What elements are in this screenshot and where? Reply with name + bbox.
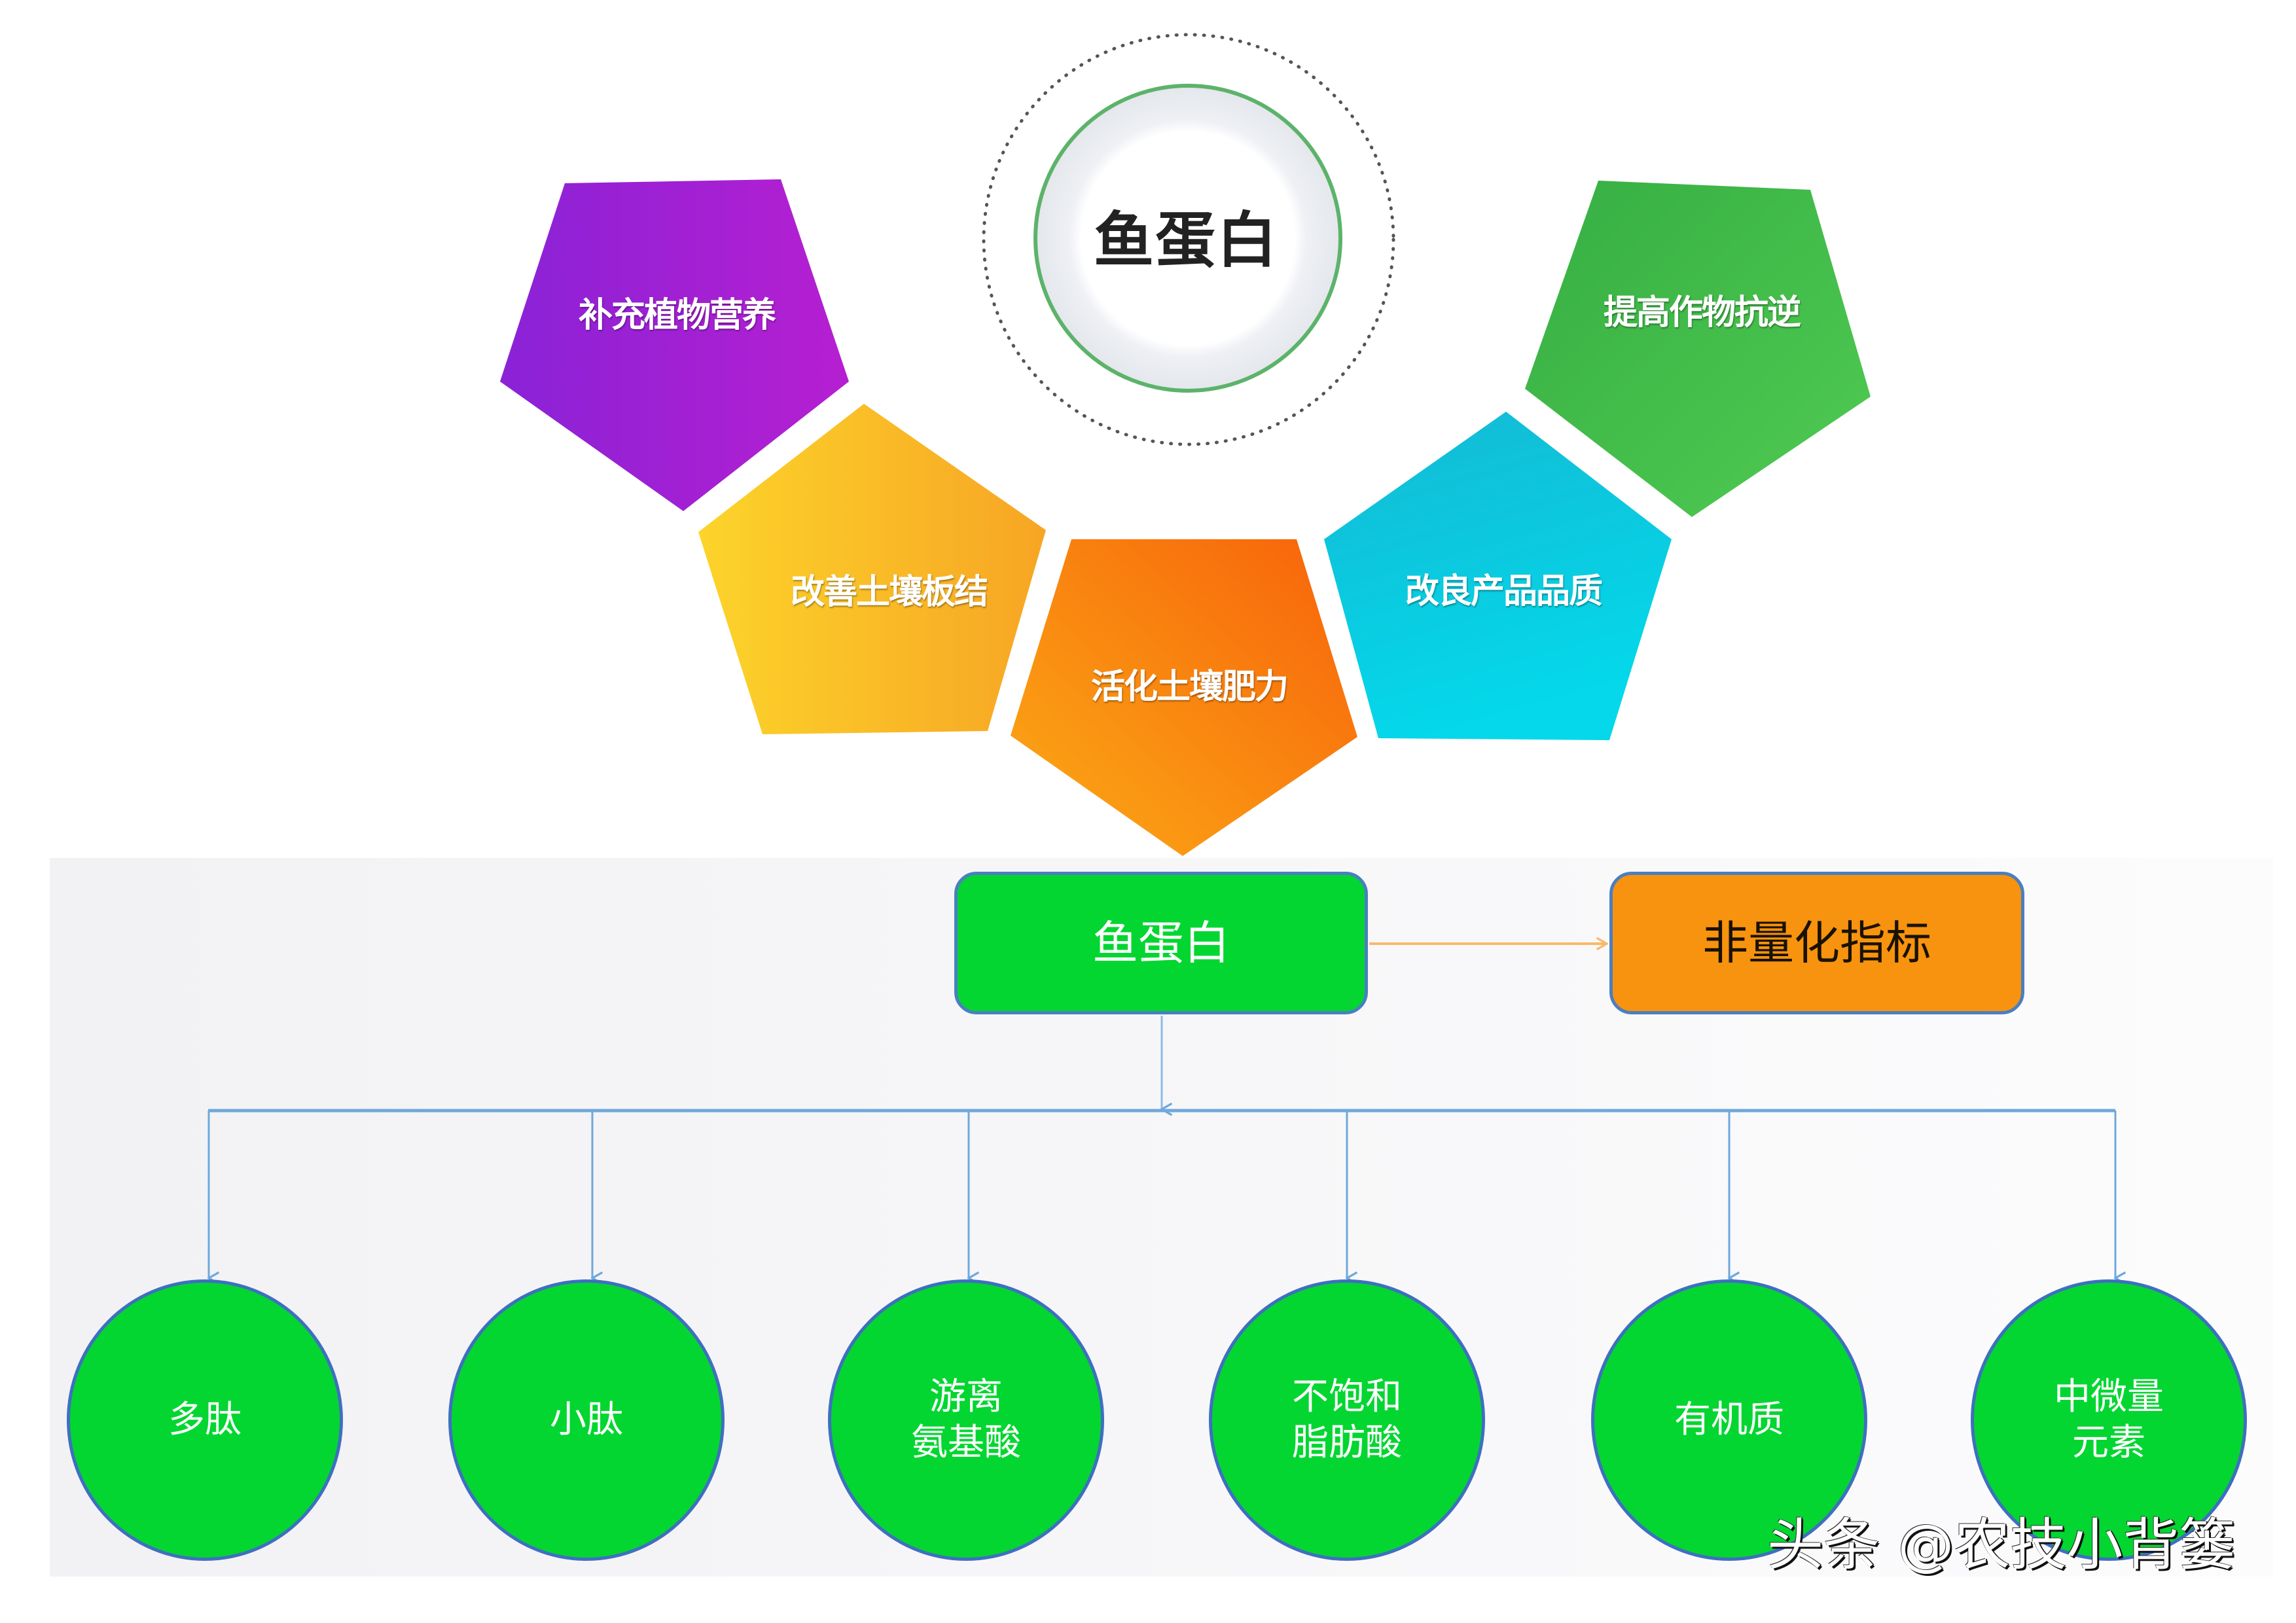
- non-quantified-box: 非量化指标: [1609, 872, 2024, 1014]
- node-label-line-2: 氨基酸: [911, 1421, 1021, 1464]
- child-node-polypeptide: 多肽: [67, 1279, 343, 1561]
- pentagon-label-soil-fertility: 活化土壤肥力: [1090, 668, 1289, 707]
- child-node-trace-elements: 中微量 元素: [1971, 1279, 2247, 1561]
- child-node-organic-matter: 有机质: [1591, 1279, 1867, 1561]
- dotted-ring: [982, 33, 1395, 446]
- pentagon-soil-compaction: [698, 404, 1046, 734]
- pentagon-quality: [1324, 412, 1672, 740]
- node-label: 多肽: [168, 1399, 242, 1441]
- pentagon-stress-resistance: [1525, 181, 1871, 517]
- child-node-free-amino-acid: 游离 氨基酸: [828, 1279, 1104, 1561]
- child-node-small-peptide: 小肽: [448, 1279, 725, 1561]
- node-label-line-2: 元素: [2072, 1421, 2145, 1464]
- hub-ring: [1033, 84, 1342, 393]
- pentagon-label-nutrition: 补充植物营养: [578, 296, 776, 335]
- node-label: 有机质: [1674, 1399, 1784, 1441]
- root-box: 鱼蛋白: [954, 872, 1368, 1014]
- pentagon-label-stress-resistance: 提高作物抗逆: [1603, 293, 1801, 332]
- pentagon-nutrition: [500, 179, 849, 511]
- non-quantified-box-label: 非量化指标: [1702, 916, 1931, 970]
- pentagon-label-soil-compaction: 改善土壤板结: [790, 573, 988, 612]
- root-box-label: 鱼蛋白: [1092, 916, 1230, 970]
- hub-title: 鱼蛋白: [1093, 205, 1279, 276]
- node-label: 小肽: [550, 1399, 623, 1441]
- pentagon-soil-fertility: [1011, 539, 1357, 856]
- hub-node: [982, 33, 1395, 446]
- pentagon-label-quality: 改良产品品质: [1405, 572, 1603, 611]
- node-label-line-1: 不饱和: [1292, 1376, 1402, 1418]
- node-label-line-1: 游离: [929, 1376, 1003, 1418]
- node-label-line-1: 中微量: [2054, 1376, 2164, 1418]
- node-label-line-2: 脂肪酸: [1292, 1421, 1402, 1464]
- watermark: 头条 @农技小背篓: [1767, 1512, 2236, 1578]
- child-node-unsaturated-fatty-acid: 不饱和 脂肪酸: [1209, 1279, 1485, 1561]
